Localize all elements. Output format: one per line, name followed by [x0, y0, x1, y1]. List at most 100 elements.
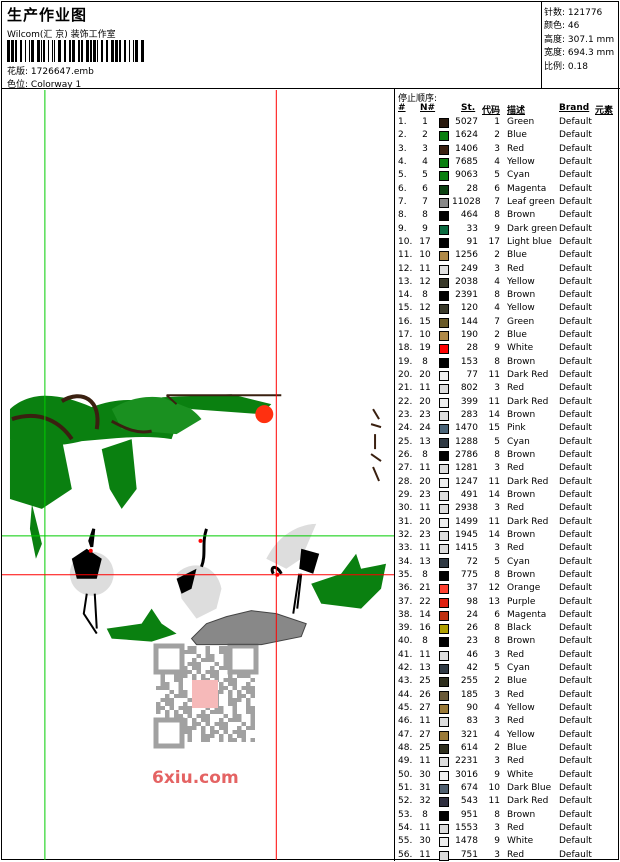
stitch-count: 1945 — [455, 529, 478, 540]
row-index: 47. — [398, 729, 413, 740]
row-index: 7. — [398, 196, 407, 207]
stitch-count: 28 — [466, 183, 478, 194]
brand: Default — [559, 143, 592, 154]
width-value: 694.3 mm — [567, 48, 615, 59]
needle-number: 11 — [419, 649, 431, 660]
header-code: 代码 — [482, 106, 501, 116]
qr-finder-pattern — [153, 643, 185, 675]
color-swatch — [439, 677, 449, 688]
barcode-bar — [20, 40, 22, 62]
color-code: 8 — [494, 290, 500, 301]
qr-module — [205, 734, 210, 738]
qr-module — [201, 718, 206, 722]
needle-number: 3 — [422, 143, 428, 154]
barcode-bar — [72, 40, 75, 62]
qr-module — [219, 666, 224, 670]
seal-stamp — [192, 680, 218, 708]
qr-module — [160, 686, 165, 690]
qr-module — [214, 730, 219, 734]
color-description: Brown — [507, 636, 536, 647]
color-code: 8 — [494, 636, 500, 647]
needle-number: 20 — [419, 396, 431, 407]
brand: Default — [559, 663, 592, 674]
stitch-count: 464 — [460, 210, 478, 221]
colorway-value: Colorway 1 — [30, 80, 82, 90]
color-description: White — [507, 769, 534, 780]
brand: Default — [559, 156, 592, 167]
color-description: Brown — [507, 210, 536, 221]
brand: Default — [559, 809, 592, 820]
color-swatch — [439, 704, 449, 715]
height-label: 高度: — [544, 34, 566, 45]
qr-module — [228, 702, 233, 706]
brand: Default — [559, 849, 592, 860]
barcode-bar — [54, 40, 55, 62]
color-description: Yellow — [507, 729, 535, 740]
color-swatch — [439, 397, 449, 408]
stitch-count: 1247 — [455, 476, 478, 487]
brand: Default — [559, 769, 592, 780]
color-swatch — [439, 171, 449, 182]
qr-module — [165, 686, 170, 690]
watermark-text: 6xiu.com — [152, 768, 239, 788]
qr-module — [192, 646, 197, 650]
color-swatch — [439, 770, 449, 781]
color-swatch — [439, 224, 449, 235]
color-swatch — [439, 411, 449, 422]
qr-module — [246, 706, 251, 710]
row-index: 25. — [398, 436, 413, 447]
color-code: 3 — [494, 716, 500, 727]
qr-module — [246, 686, 251, 690]
qr-module — [205, 646, 210, 650]
qr-module — [205, 650, 210, 654]
qr-module — [250, 726, 255, 730]
color-swatch — [439, 610, 449, 621]
row-index: 4. — [398, 156, 407, 167]
color-code: 2 — [494, 676, 500, 687]
needle-number: 1 — [422, 117, 428, 127]
row-index: 44. — [398, 689, 413, 700]
stitch-count: 1288 — [455, 436, 478, 447]
brand: Default — [559, 330, 592, 341]
qr-module — [196, 714, 201, 718]
row-index: 22. — [398, 396, 413, 407]
color-description: Brown — [507, 569, 536, 580]
row-index: 23. — [398, 410, 413, 421]
stitch-count: 3016 — [455, 769, 478, 780]
color-swatch — [439, 490, 449, 501]
qr-module — [187, 726, 192, 730]
colorway: 色位: Colorway 1 — [7, 77, 81, 90]
needle-number: 13 — [419, 436, 431, 447]
qr-module — [250, 722, 255, 726]
qr-module — [201, 714, 206, 718]
color-swatch — [439, 317, 449, 328]
color-code: 4 — [494, 703, 500, 714]
qr-module — [205, 714, 210, 718]
stitch-count: 72 — [466, 556, 478, 567]
qr-module — [228, 738, 233, 742]
qr-module — [201, 674, 206, 678]
needle-number: 14 — [419, 609, 431, 620]
needle-number: 9 — [422, 223, 428, 234]
qr-module — [246, 702, 251, 706]
qr-module — [232, 686, 237, 690]
color-code: 4 — [494, 303, 500, 314]
brand: Default — [559, 716, 592, 727]
color-swatch — [439, 277, 449, 288]
header-index: # — [398, 103, 406, 113]
color-code: 4 — [494, 729, 500, 740]
stitch-count: 491 — [460, 489, 478, 500]
color-swatch — [439, 730, 449, 741]
qr-module — [219, 682, 224, 686]
qr-module — [178, 682, 183, 686]
color-code: 4 — [494, 156, 500, 167]
row-index: 38. — [398, 609, 413, 620]
stitch-count: 2938 — [455, 503, 478, 514]
needle-number: 15 — [419, 316, 431, 327]
